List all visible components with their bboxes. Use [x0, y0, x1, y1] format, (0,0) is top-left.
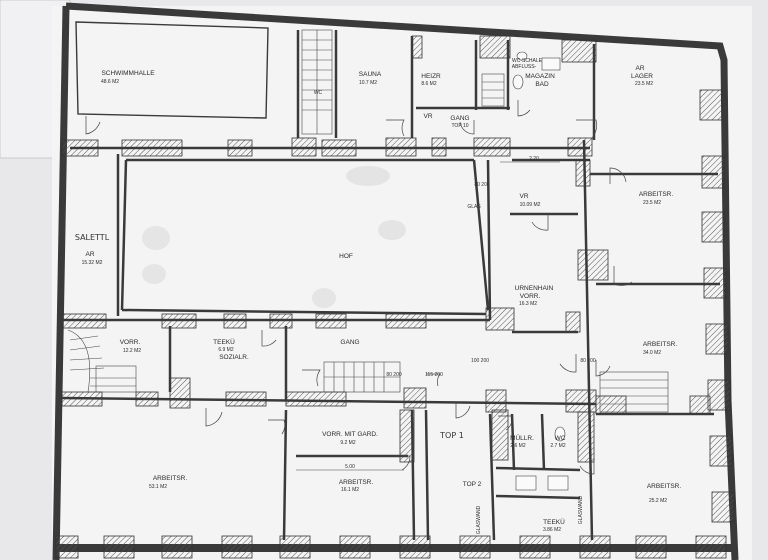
room-arbeitsr-1: ARBEITSR. [639, 191, 674, 198]
room-wc-schale: WC-SCHALE [512, 58, 543, 64]
dimension-label: 80 200 [386, 372, 402, 378]
room-urnenhain-area: 16.3 M2 [519, 301, 537, 307]
staircase-heizr [481, 73, 505, 107]
staircase-right [599, 371, 669, 413]
interior-walls [61, 21, 720, 541]
room-vorr: VORR. [120, 339, 141, 346]
staircase-left [67, 329, 137, 393]
room-lager: AR [635, 65, 644, 72]
room-magazin-sub: BAD [535, 81, 549, 88]
notes: GLAS GLASWAND GLASWAND [467, 204, 584, 534]
room-lager-area: 23.5 M2 [635, 81, 653, 87]
room-wc-bot: WC [555, 435, 566, 442]
room-heizr-area: 8.6 M2 [421, 81, 437, 87]
dimension-label: 5.00 [345, 464, 355, 470]
room-arbeitsr-3: ARBEITSR. [339, 479, 374, 486]
room-wc-schale-sub: ABFLUSS- [512, 64, 537, 70]
room-gang-top: GANG [450, 115, 469, 122]
dimension-label: 80 200 [580, 358, 596, 364]
room-vr-top: VR [423, 113, 432, 120]
room-magazin: MAGAZIN [525, 73, 555, 80]
note-glas: GLAS [467, 204, 481, 210]
room-vr-mid: VR [519, 193, 528, 200]
room-saletl: SALETTL [75, 233, 110, 242]
room-wc-bot-area: 2.7 M2 [550, 443, 566, 449]
dimension-label: 80 200 [474, 182, 490, 188]
room-gang-top-sub: TOP 10 [451, 123, 468, 129]
room-teeku: TEEKÜ [213, 338, 235, 346]
dimension-label: 115 200 [425, 372, 443, 378]
room-arbeitsr-1-area: 23.5 M2 [643, 200, 661, 206]
room-arbeitsr-big-area: 53.1 M2 [149, 484, 167, 490]
room-top-2: TOP 2 [463, 481, 482, 488]
door-swings [85, 100, 633, 475]
room-arbeitsr-2: ARBEITSR. [643, 341, 678, 348]
staircase-mid [323, 361, 401, 393]
room-teeku-bot: TEEKÜ [543, 518, 565, 526]
room-teeku-bot-area: 3.86 M2 [543, 527, 561, 533]
room-saletl-sub: AR [85, 251, 94, 258]
room-arbeitsr-big: ARBEITSR. [153, 475, 188, 482]
room-top: TOP 1 [439, 431, 464, 440]
room-arbeitsr-3-area: 16.1 M2 [341, 487, 359, 493]
dimension-labels: 2.20 80 200 5.00 100 200 80 200 115 200 … [296, 156, 596, 471]
room-muellr: MÜLLR. [510, 434, 534, 442]
scan-smudges [142, 166, 406, 308]
room-lager-sub: LAGER [631, 73, 653, 80]
room-arbeitsr-4-area: 25.2 M2 [649, 498, 667, 504]
room-urnenhain: URNENHAIN [515, 285, 554, 292]
wall-piers [55, 35, 735, 559]
room-urnenhain-sub: VORR. [520, 293, 541, 300]
room-vr-mid-area: 10.09 M2 [520, 202, 541, 208]
room-teeku-sub: SOZIALR. [219, 354, 249, 361]
room-saletl-area: 15.32 M2 [82, 260, 103, 266]
staircase-top [301, 29, 333, 135]
room-heizr: HEIZR [421, 73, 441, 80]
room-labels: SCHWIMMHALLE 48.6 M2 WC SAUNA 10.7 M2 HE… [75, 58, 682, 533]
sanitary-fixtures [512, 51, 569, 491]
note-glaswand: GLASWAND [578, 495, 584, 524]
room-sauna: SAUNA [359, 71, 382, 78]
note-glaswand: GLASWAND [476, 505, 482, 534]
room-schwimmhalle-area: 48.6 M2 [101, 79, 119, 85]
dimension-label: 2.20 [529, 156, 539, 162]
room-muellr-area: 2.6 M2 [510, 443, 526, 449]
room-hof: HOF [339, 253, 353, 260]
room-sauna-area: 10.7 M2 [359, 80, 377, 86]
room-vorr-gard-area: 9.2 M2 [340, 440, 356, 446]
room-arbeitsr-2-area: 34.0 M2 [643, 350, 661, 356]
room-wc-top: WC [314, 90, 323, 96]
room-arbeitsr-4: ARBEITSR. [647, 483, 682, 490]
room-teeku-area: 6.9 M2 [218, 347, 234, 353]
room-schwimmhalle: SCHWIMMHALLE [101, 70, 155, 77]
room-gang-mid: GANG [340, 339, 359, 346]
dimension-label: 100 200 [471, 358, 489, 364]
room-vorr-area: 12.2 M2 [123, 348, 141, 354]
room-vorr-gard: VORR. MIT GARD. [322, 431, 378, 438]
